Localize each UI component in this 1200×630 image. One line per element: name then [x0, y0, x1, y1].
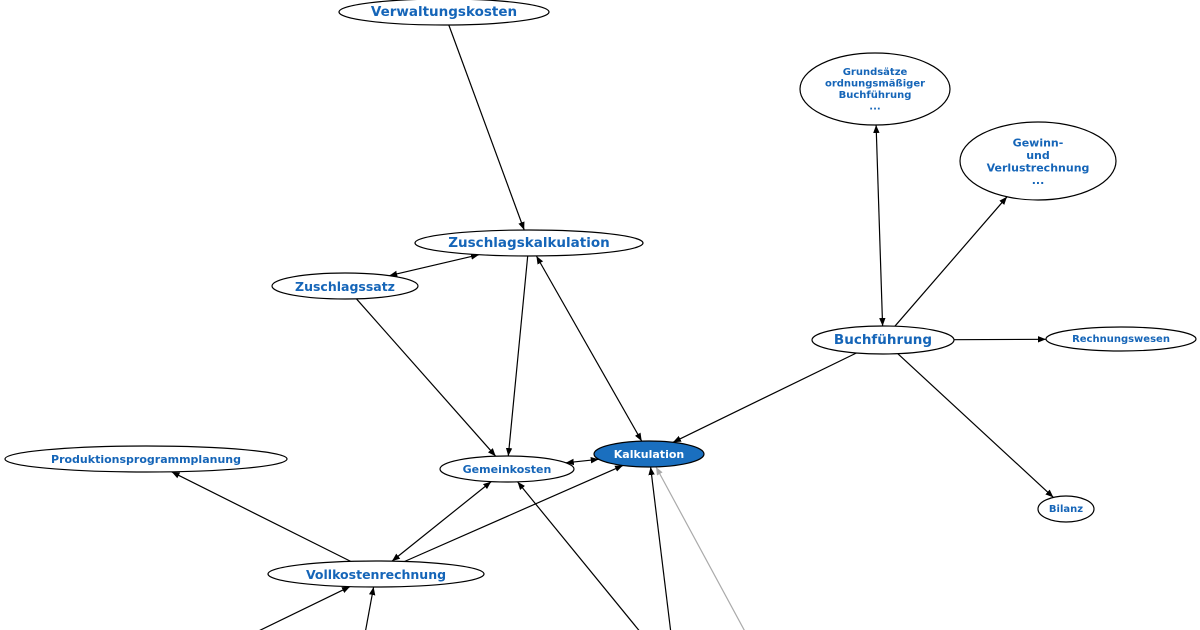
- node-shape-verwaltungskosten[interactable]: [338, 0, 550, 26]
- edge-gemeinkosten-kalkulation: [565, 456, 599, 466]
- node-buchfuehrung[interactable]: Buchführung: [811, 325, 955, 355]
- edge-zuschlagssatz-gemeinkosten: [355, 298, 497, 457]
- edge-vollkostenrechnung-produktionsprogrammplanung: [171, 471, 351, 562]
- node-shape-buchfuehrung[interactable]: [811, 325, 955, 355]
- node-shape-kalkulation[interactable]: [593, 440, 705, 468]
- node-kalkulation[interactable]: Kalkulation: [593, 440, 705, 468]
- node-shape-zuschlagskalkulation[interactable]: [414, 229, 644, 257]
- node-label-gemeinkosten: Gemeinkosten: [463, 463, 552, 476]
- node-zuschlagskalkulation[interactable]: Zuschlagskalkulation: [414, 229, 644, 257]
- edge-offscreen-1-vollkostenrechnung: [259, 586, 351, 630]
- edge-verwaltungskosten-zuschlagskalkulation: [448, 24, 525, 231]
- edge-offscreen-2-vollkostenrechnung: [365, 586, 376, 630]
- node-label-zuschlagskalkulation: Zuschlagskalkulation: [448, 235, 610, 251]
- nodes-layer: VerwaltungskostenZuschlagskalkulationZus…: [4, 0, 1197, 588]
- node-produktionsprogrammplanung[interactable]: Produktionsprogrammplanung: [4, 445, 288, 473]
- edges-layer: [171, 24, 1054, 630]
- node-label-produktionsprogrammplanung: Produktionsprogrammplanung: [51, 453, 241, 466]
- node-bilanz[interactable]: Bilanz: [1037, 495, 1095, 523]
- node-shape-bilanz[interactable]: [1037, 495, 1095, 523]
- node-shape-zuschlagssatz[interactable]: [271, 272, 419, 300]
- edge-buchfuehrung-kalkulation: [672, 352, 857, 443]
- node-label-bilanz: Bilanz: [1049, 504, 1083, 515]
- node-shape-gemeinkosten[interactable]: [439, 455, 575, 483]
- edge-offscreen-4-kalkulation: [648, 466, 672, 630]
- node-label-kalkulation: Kalkulation: [614, 448, 684, 461]
- edge-buchfuehrung-gob: [873, 124, 886, 327]
- node-rechnungswesen[interactable]: Rechnungswesen: [1045, 326, 1197, 352]
- node-label-buchfuehrung: Buchführung: [834, 332, 932, 348]
- edge-zuschlagskalkulation-gemeinkosten: [505, 255, 529, 457]
- node-shape-gob[interactable]: [799, 52, 951, 126]
- node-label-verwaltungskosten: Verwaltungskosten: [371, 4, 517, 20]
- edge-offscreen-3-gemeinkosten: [517, 481, 640, 630]
- node-label-zuschlagssatz: Zuschlagssatz: [295, 279, 395, 294]
- node-gemeinkosten[interactable]: Gemeinkosten: [439, 455, 575, 483]
- node-verwaltungskosten[interactable]: Verwaltungskosten: [338, 0, 550, 26]
- node-shape-rechnungswesen[interactable]: [1045, 326, 1197, 352]
- edge-buchfuehrung-bilanz: [897, 353, 1054, 498]
- node-shape-guv[interactable]: [959, 121, 1117, 201]
- node-shape-produktionsprogrammplanung[interactable]: [4, 445, 288, 473]
- node-vollkostenrechnung[interactable]: Vollkostenrechnung: [267, 560, 485, 588]
- edge-offscreen-5-kalkulation: [655, 466, 745, 630]
- node-label-rechnungswesen: Rechnungswesen: [1072, 334, 1170, 345]
- edge-zuschlagssatz-zuschlagskalkulation: [389, 253, 480, 277]
- edge-vollkostenrechnung-kalkulation: [404, 464, 624, 563]
- node-shape-vollkostenrechnung[interactable]: [267, 560, 485, 588]
- node-zuschlagssatz[interactable]: Zuschlagssatz: [271, 272, 419, 300]
- edge-vollkostenrechnung-gemeinkosten: [391, 481, 492, 562]
- edge-buchfuehrung-guv: [894, 196, 1008, 327]
- node-label-vollkostenrechnung: Vollkostenrechnung: [306, 567, 446, 582]
- edge-zuschlagskalkulation-kalkulation: [535, 255, 643, 442]
